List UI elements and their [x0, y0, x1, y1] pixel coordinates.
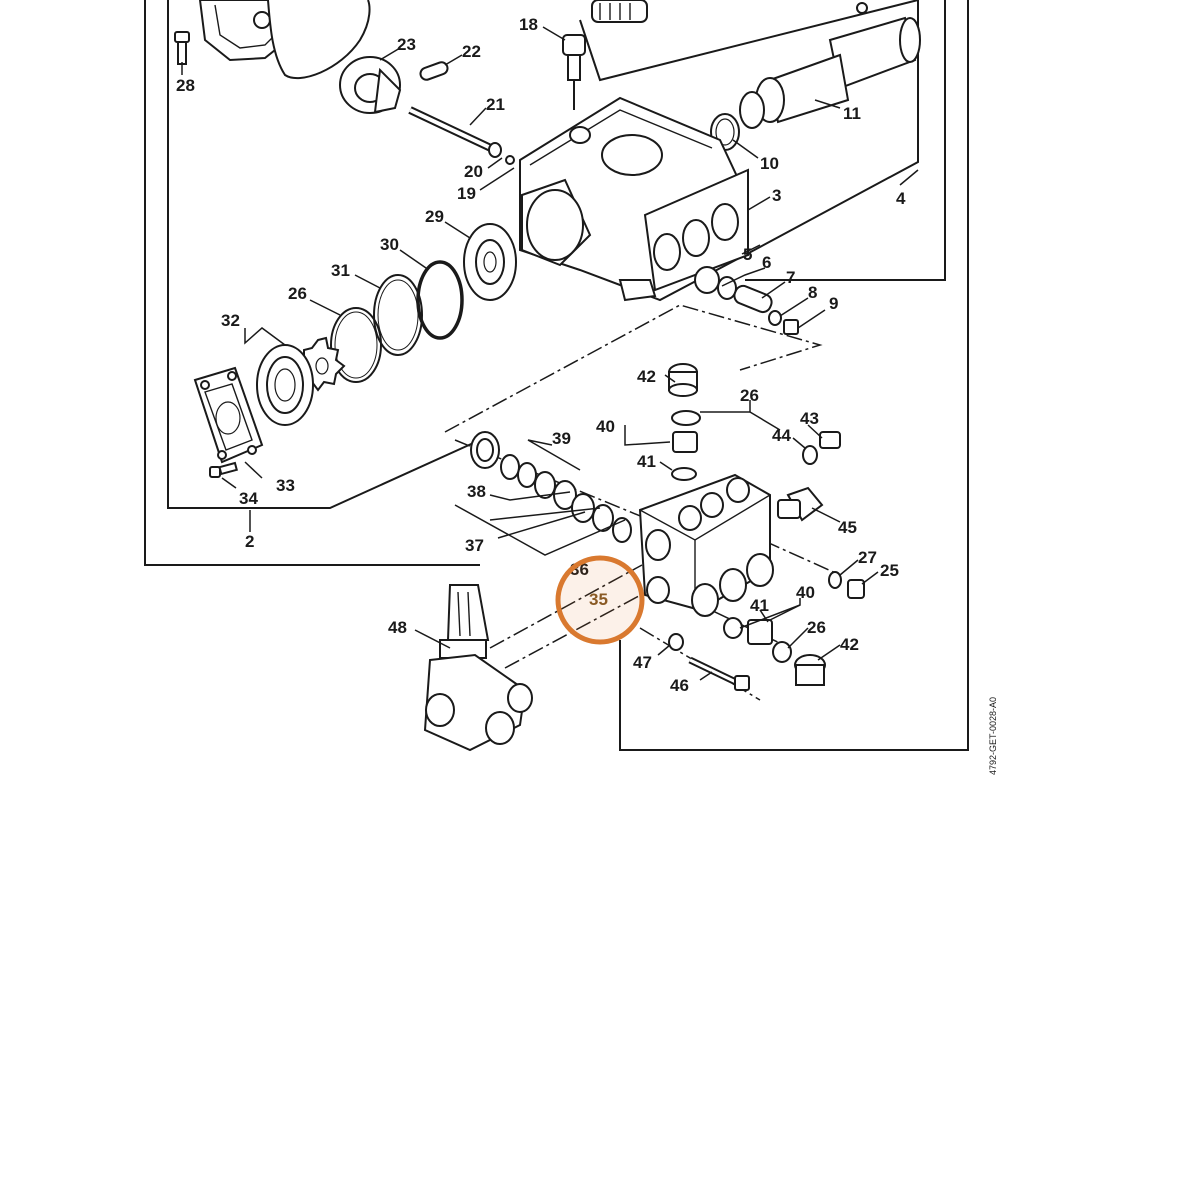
- part-label-6: 6: [762, 253, 771, 272]
- top-valve-parts: [668, 363, 841, 522]
- part-label-31: 31: [331, 261, 350, 280]
- part-label-35: 35: [589, 590, 608, 609]
- top-bearing: [591, 0, 648, 23]
- part-29-bearing: [463, 223, 517, 301]
- part-48-unloader: [423, 584, 533, 752]
- part-label-38: 38: [467, 482, 486, 501]
- part-label-26-bottom: 26: [807, 618, 826, 637]
- part-label-11: 11: [843, 104, 861, 123]
- part-label-2: 2: [245, 532, 254, 551]
- part-label-46: 46: [670, 676, 689, 695]
- part-label-32: 32: [221, 311, 240, 330]
- part-18-plug: [562, 34, 586, 110]
- part-22-pin: [419, 61, 449, 81]
- valve-block: [638, 473, 774, 617]
- part-11-crankshaft: [739, 2, 921, 129]
- part-label-41-top: 41: [637, 452, 656, 471]
- part-label-25: 25: [880, 561, 899, 580]
- flange-plate: [193, 366, 264, 464]
- part-30-circlip: [416, 260, 464, 340]
- part-label-20: 20: [464, 162, 483, 181]
- part-label-43: 43: [800, 409, 819, 428]
- part-label-4: 4: [896, 189, 906, 208]
- part-label-10: 10: [760, 154, 779, 173]
- part-label-42-top: 42: [637, 367, 656, 386]
- part-label-26-top: 26: [288, 284, 307, 303]
- part-label-33: 33: [276, 476, 295, 495]
- part-label-29: 29: [425, 207, 444, 226]
- part-label-18: 18: [519, 15, 538, 34]
- part-32-seal: [256, 344, 314, 426]
- part-label-39: 39: [552, 429, 571, 448]
- part-21-shaft: [408, 106, 515, 165]
- part-label-41-bottom: 41: [750, 596, 769, 615]
- part-label-27: 27: [858, 548, 877, 567]
- cover-plate: [198, 0, 371, 80]
- part-label-44: 44: [772, 426, 791, 445]
- seal-stack: [470, 431, 632, 543]
- part-label-28: 28: [176, 76, 195, 95]
- part-31-ring: [373, 274, 423, 356]
- drawing-code: 4792-GET-0028-A0: [988, 697, 998, 775]
- part-label-3: 3: [772, 186, 781, 205]
- leader-lines: [181, 26, 919, 681]
- part-label-8: 8: [808, 283, 817, 302]
- screw-28: [174, 31, 190, 65]
- part-label-37: 37: [465, 536, 484, 555]
- part-label-7: 7: [786, 268, 795, 287]
- part-3-crankcase: [519, 96, 750, 302]
- part-label-48: 48: [388, 618, 407, 637]
- part-label-42-bottom: 42: [840, 635, 859, 654]
- part-label-21: 21: [486, 95, 505, 114]
- part-26-oring: [330, 307, 382, 383]
- part-label-23: 23: [397, 35, 416, 54]
- part-label-19: 19: [457, 184, 476, 203]
- part-label-22: 22: [462, 42, 481, 61]
- highlight-part-35: 35: [555, 555, 645, 645]
- part-label-30: 30: [380, 235, 399, 254]
- assembly-frames: [144, 0, 969, 751]
- part-label-40-top: 40: [596, 417, 615, 436]
- part-23-housing: [339, 56, 402, 114]
- part-label-47: 47: [633, 653, 652, 672]
- part-label-9: 9: [829, 294, 838, 313]
- part-labels: 28 23 22 21 20 19 18 11 10 3 4 5 6 7 8 9…: [176, 15, 906, 695]
- part-label-34: 34: [239, 489, 258, 508]
- part-label-26-mid: 26: [740, 386, 759, 405]
- lower-valve-parts: [668, 571, 865, 691]
- part-label-45: 45: [838, 518, 857, 537]
- part-label-5: 5: [743, 245, 752, 264]
- parts-6-9-seals: [694, 266, 799, 335]
- screw-34: [209, 461, 238, 478]
- part-label-40-bottom: 40: [796, 583, 815, 602]
